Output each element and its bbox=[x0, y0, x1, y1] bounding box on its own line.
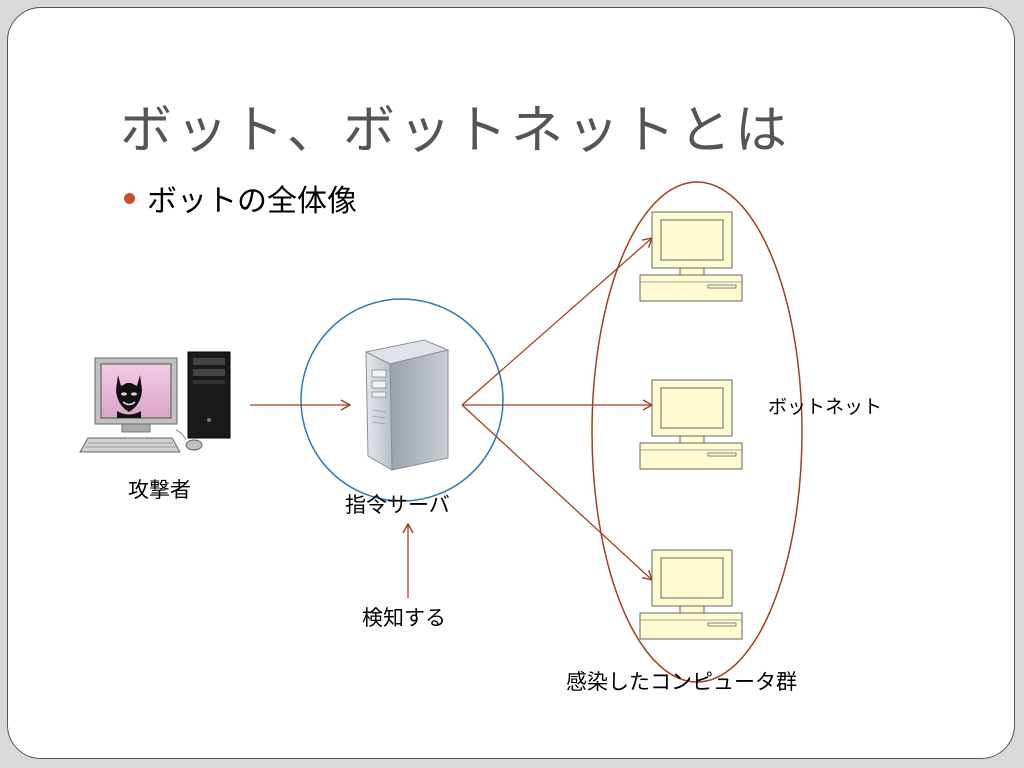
detect-label: 検知する bbox=[362, 606, 446, 630]
bullet-text: ボットの全体像 bbox=[147, 184, 357, 219]
computer-icon bbox=[639, 379, 743, 470]
bullet-item: ボットの全体像 bbox=[124, 176, 357, 220]
server-to-bot-bottom-arrow bbox=[461, 404, 654, 581]
devil-face-icon bbox=[116, 375, 142, 418]
infected-computers-label: 感染したコンピュータ群 bbox=[566, 670, 797, 694]
computer-icon bbox=[639, 549, 743, 640]
server-tower-icon bbox=[364, 339, 450, 471]
attacker-label: 攻撃者 bbox=[128, 478, 191, 502]
botnet-label: ボットネット bbox=[768, 396, 883, 418]
slide-title: ボット、ボットネットとは bbox=[120, 101, 791, 161]
computer-icon bbox=[639, 211, 743, 302]
attacker-computer-icon bbox=[79, 351, 231, 453]
botnet-ellipse bbox=[591, 181, 803, 683]
command-server-label: 指令サーバ bbox=[345, 493, 450, 517]
bullet-dot bbox=[124, 192, 135, 204]
server-to-bot-top-arrow bbox=[461, 237, 654, 406]
server-highlight-circle bbox=[300, 298, 504, 502]
